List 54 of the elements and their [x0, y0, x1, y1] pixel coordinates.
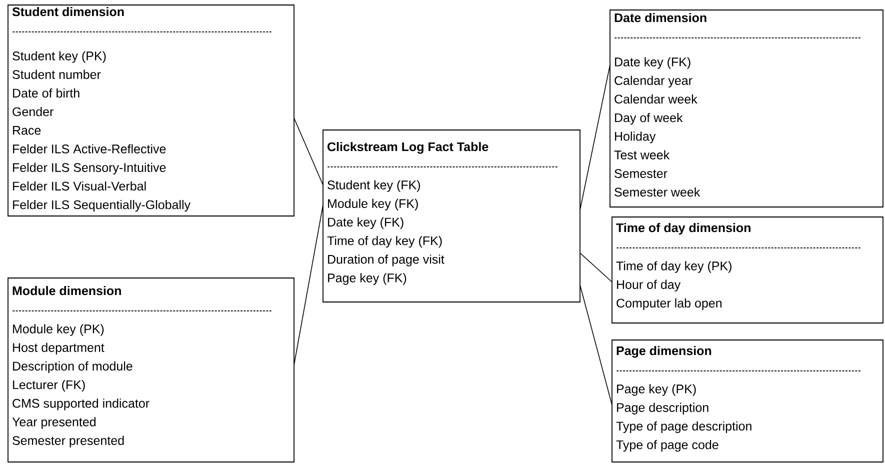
table-box	[8, 4, 294, 216]
field-name: Felder ILS Sequentially-Globally	[13, 200, 190, 212]
table-title: Clickstream Log Fact Table	[328, 142, 488, 154]
field-name: Day of week	[615, 113, 683, 125]
field-name: Page key (FK)	[328, 273, 406, 285]
field-name: Year presented	[12, 417, 96, 429]
field-name: Module key (PK)	[13, 324, 104, 336]
field-name: Holiday	[615, 132, 656, 144]
field-name: Computer lab open	[616, 298, 722, 310]
field-name: CMS supported indicator	[12, 398, 150, 410]
field-name: Page description	[617, 402, 708, 414]
field-name: Time of day key (PK)	[616, 261, 732, 273]
field-name: Description of module	[13, 361, 132, 374]
field-name: Host department	[13, 342, 104, 354]
field-name: Date key (FK)	[328, 217, 404, 230]
field-name: Lecturer (FK)	[13, 380, 85, 392]
field-name: Felder ILS Active-Reflective	[13, 144, 166, 154]
field-name: Semester	[614, 169, 668, 178]
field-name: Gender	[12, 107, 54, 116]
table-box	[8, 278, 294, 462]
field-name: Semester week	[614, 187, 700, 197]
field-name: Test week	[614, 150, 670, 160]
connector-line	[294, 204, 324, 366]
table-box	[612, 340, 884, 462]
field-name: Date of birth	[13, 88, 80, 98]
field-name: Type of page code	[616, 440, 718, 452]
field-name: Page key (PK)	[617, 384, 696, 396]
field-name: Student key (PK)	[12, 51, 106, 63]
table-box	[610, 10, 884, 208]
field-name: Student number	[12, 70, 101, 79]
field-name: Felder ILS Visual-Verbal	[13, 181, 146, 191]
table-title: Time of day dimension	[616, 223, 750, 235]
field-name: Calendar week	[614, 94, 698, 104]
table-box	[322, 130, 580, 302]
field-name: Hour of day	[617, 280, 681, 292]
connector-line	[580, 252, 612, 282]
table-title: Student dimension	[12, 7, 124, 16]
field-name: Felder ILS Sensory-Intuitive	[13, 162, 166, 174]
field-name: Calendar year	[614, 76, 692, 88]
field-name: Semester presented	[12, 436, 124, 448]
connector-line	[580, 284, 612, 406]
connector-line	[294, 118, 324, 186]
field-name: Time of day key (FK)	[327, 236, 442, 248]
table-title: Date dimension	[614, 13, 706, 22]
connector-line	[580, 64, 610, 210]
field-name: Duration of page visit	[328, 254, 444, 266]
table-title: Page dimension	[616, 346, 712, 358]
table-box	[612, 216, 884, 324]
field-name: Race	[13, 126, 41, 135]
field-name: Student key (FK)	[328, 180, 420, 192]
table-title: Module dimension	[12, 286, 121, 296]
field-name: Module key (FK)	[328, 198, 418, 210]
field-name: Type of page description	[616, 421, 752, 434]
field-name: Date key (FK)	[615, 57, 690, 69]
